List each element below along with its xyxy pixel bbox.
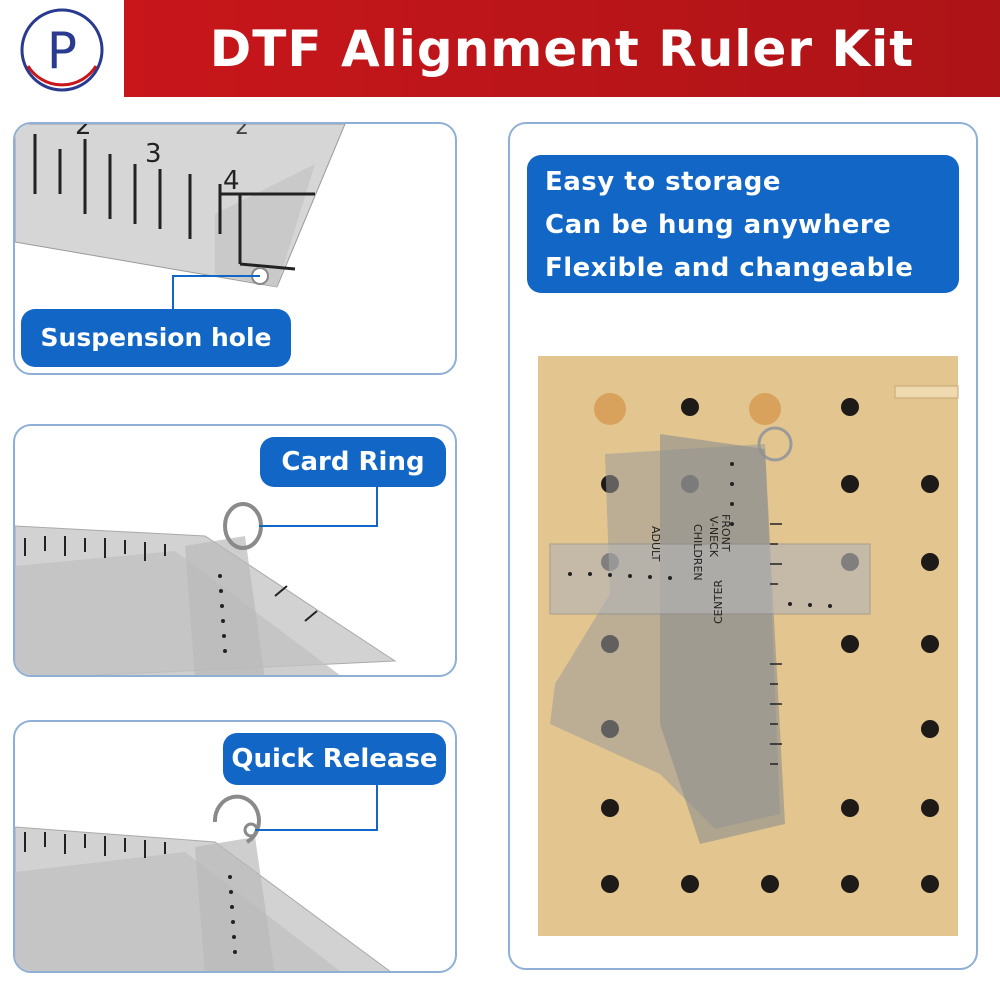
pegboard-peg-icon bbox=[594, 393, 626, 425]
suspension-hole-panel: 2 3 4 2 bbox=[13, 122, 457, 375]
feature-item: Can be hung anywhere bbox=[545, 210, 892, 240]
card-ring-label: Card Ring bbox=[260, 437, 446, 487]
callout-line bbox=[259, 486, 378, 527]
brand-logo: P bbox=[14, 6, 110, 94]
card-ring-icon bbox=[757, 426, 793, 462]
feature-item: Easy to storage bbox=[545, 167, 782, 197]
logo-letter: P bbox=[47, 22, 77, 80]
ruler-number: 4 bbox=[223, 166, 240, 196]
callout-line bbox=[172, 275, 260, 314]
quick-release-label: Quick Release bbox=[223, 733, 446, 785]
ruler-number: 3 bbox=[145, 139, 162, 169]
ruler-number: 2 bbox=[235, 124, 249, 140]
ruler-text: ADULT bbox=[649, 526, 662, 562]
title-bar: DTF Alignment Ruler Kit bbox=[124, 0, 1000, 97]
pegboard-art: V-NECK FRONT CHILDREN CENTER ADULT bbox=[538, 356, 959, 936]
rulers-quick-release-art bbox=[15, 782, 391, 971]
ruler-number: 2 bbox=[75, 124, 92, 141]
pegboard-peg-icon bbox=[749, 393, 781, 425]
rulers-on-ring-art bbox=[15, 486, 397, 675]
feature-item: Flexible and changeable bbox=[545, 253, 914, 283]
ruler-text: FRONT bbox=[719, 514, 732, 552]
callout-line bbox=[255, 782, 378, 831]
ruler-text: CENTER bbox=[712, 579, 725, 624]
card-ring-panel bbox=[13, 424, 457, 677]
ruler-corner-art: 2 3 4 2 bbox=[15, 124, 346, 314]
pegboard-holes bbox=[601, 398, 939, 893]
logo-p-icon: P bbox=[20, 8, 104, 92]
page-title: DTF Alignment Ruler Kit bbox=[209, 19, 915, 78]
features-label: Easy to storage Can be hung anywhere Fle… bbox=[527, 155, 959, 293]
ruler-text: CHILDREN bbox=[691, 524, 704, 581]
ruler-text: V-NECK bbox=[707, 516, 720, 558]
suspension-hole-label: Suspension hole bbox=[21, 309, 291, 367]
